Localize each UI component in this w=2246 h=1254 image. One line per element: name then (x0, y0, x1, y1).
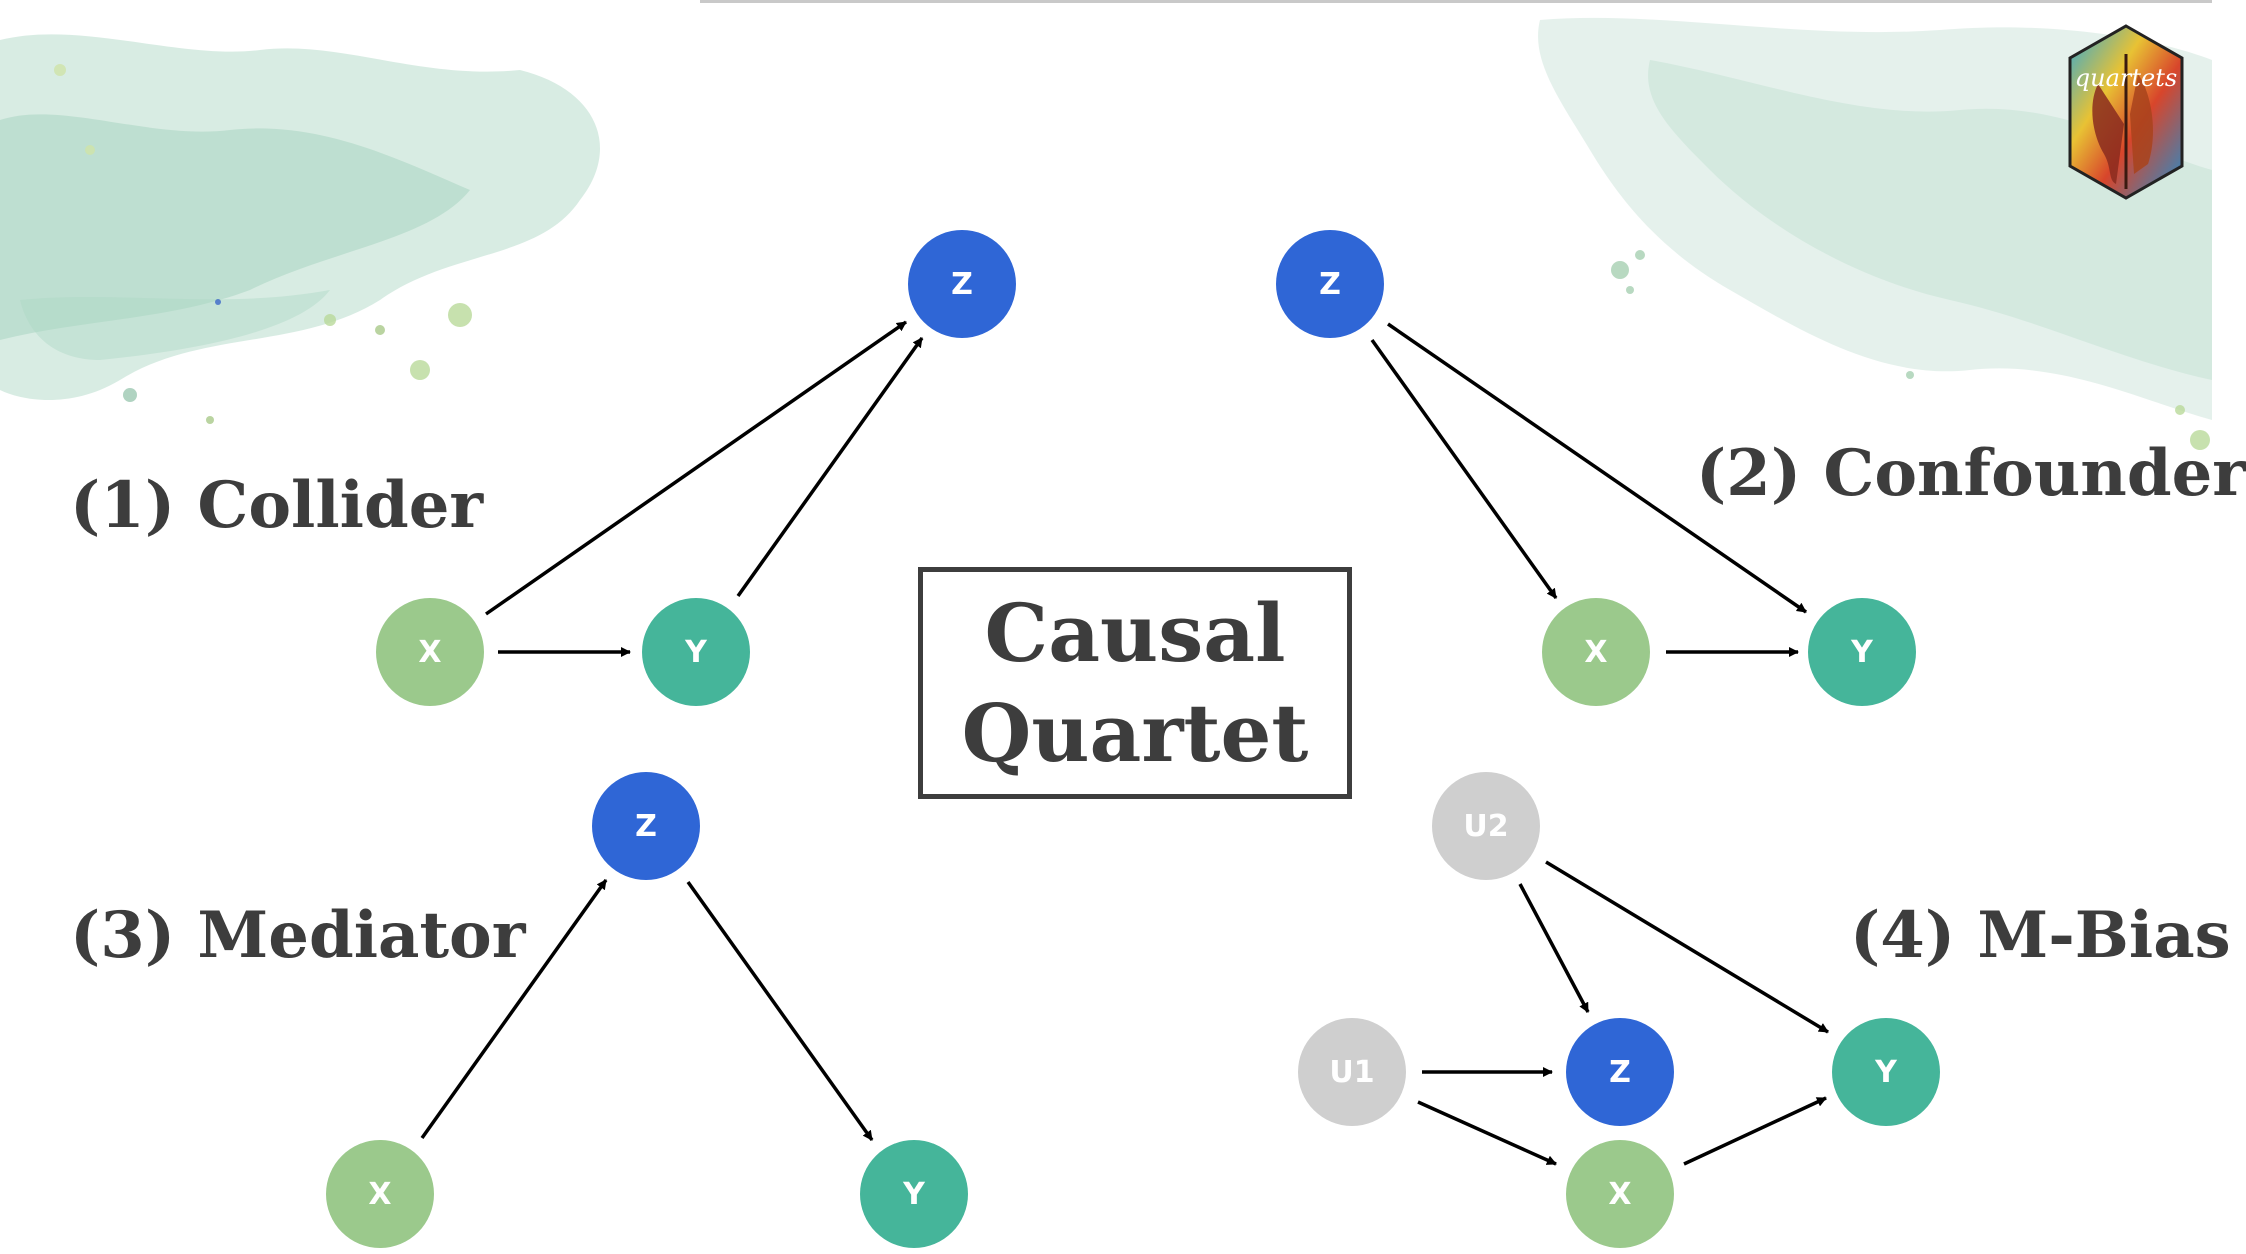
node-mediator-y: Y (860, 1140, 968, 1248)
title-line-2: Quartet (961, 686, 1309, 780)
node-mbias-u2: U2 (1432, 772, 1540, 880)
node-mediator-z: Z (592, 772, 700, 880)
title-line-1: Causal (984, 586, 1286, 680)
node-mbias-y: Y (1832, 1018, 1940, 1126)
node-collider-y: Y (642, 598, 750, 706)
node-confounder-z: Z (1276, 230, 1384, 338)
quartets-hex-logo-icon: quartets (2068, 24, 2184, 200)
node-collider-z: Z (908, 230, 1016, 338)
top-divider (700, 0, 2212, 3)
node-mbias-u1: U1 (1298, 1018, 1406, 1126)
panel-label-mediator: (3) Mediator (70, 898, 526, 973)
edge-confounder-z-y (1387, 322, 1807, 614)
edge-mbias-u1-x (1417, 1100, 1557, 1166)
edge-mediator-x-z (420, 878, 608, 1140)
node-confounder-x: X (1542, 598, 1650, 706)
node-mediator-x: X (326, 1140, 434, 1248)
panel-label-mbias: (4) M-Bias (1850, 898, 2231, 973)
edge-confounder-z-x (1370, 338, 1558, 600)
edge-mediator-z-y (686, 880, 874, 1142)
edge-mbias-u2-y (1545, 860, 1829, 1034)
title-box: Causal Quartet (918, 567, 1352, 799)
edge-collider-y-z (736, 336, 924, 598)
node-mbias-x: X (1566, 1140, 1674, 1248)
panel-label-confounder: (2) Confounder (1696, 436, 2246, 511)
edge-collider-x-z (485, 320, 907, 616)
edge-mbias-u2-z (1518, 883, 1590, 1013)
edge-mbias-x-y (1683, 1096, 1827, 1166)
node-mbias-z: Z (1566, 1018, 1674, 1126)
node-confounder-y: Y (1808, 598, 1916, 706)
panel-label-collider: (1) Collider (70, 468, 484, 543)
node-collider-x: X (376, 598, 484, 706)
logo-text: quartets (2075, 64, 2177, 92)
